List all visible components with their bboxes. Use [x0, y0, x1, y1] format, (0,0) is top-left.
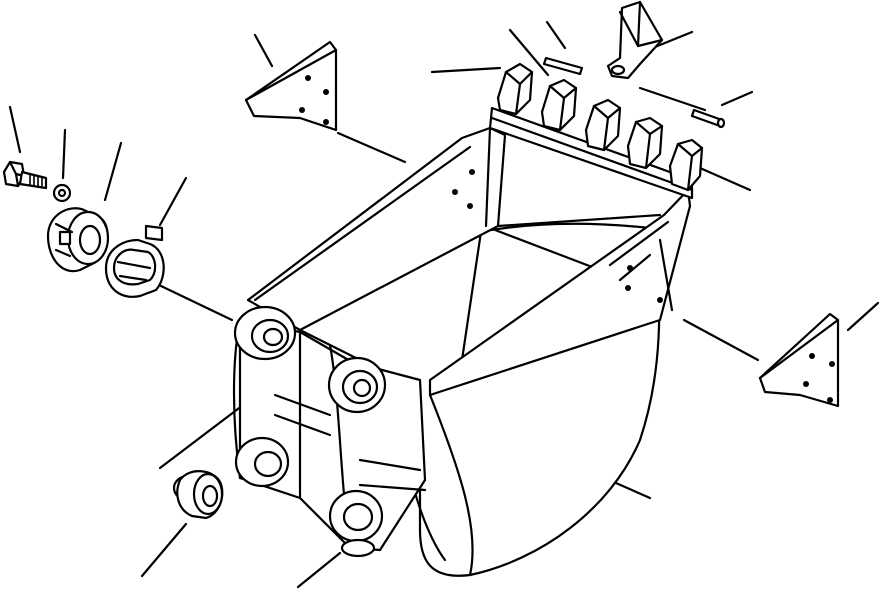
- dust-seal: [172, 470, 224, 520]
- side-cutter-left: [244, 40, 338, 132]
- shim-plate: [104, 224, 165, 298]
- rear-bracket: [232, 305, 427, 558]
- bucket-body: [246, 106, 694, 577]
- mounting-bolt: [2, 160, 48, 190]
- tooth-adapter-4: [626, 116, 664, 170]
- lock-washer: [52, 183, 72, 203]
- tooth-adapters: [496, 62, 704, 192]
- side-cutter-right: [758, 312, 840, 408]
- locking-pin: [542, 56, 584, 76]
- ring-nut: [46, 207, 110, 273]
- leader-lines: [8, 20, 880, 589]
- tooth-point: [606, 0, 664, 80]
- tooth-adapter-1: [496, 62, 534, 116]
- retainer-pin: [690, 108, 726, 129]
- tooth-adapter-5: [668, 138, 704, 192]
- tooth-adapter-3: [584, 98, 622, 152]
- tooth-adapter-2: [540, 78, 578, 132]
